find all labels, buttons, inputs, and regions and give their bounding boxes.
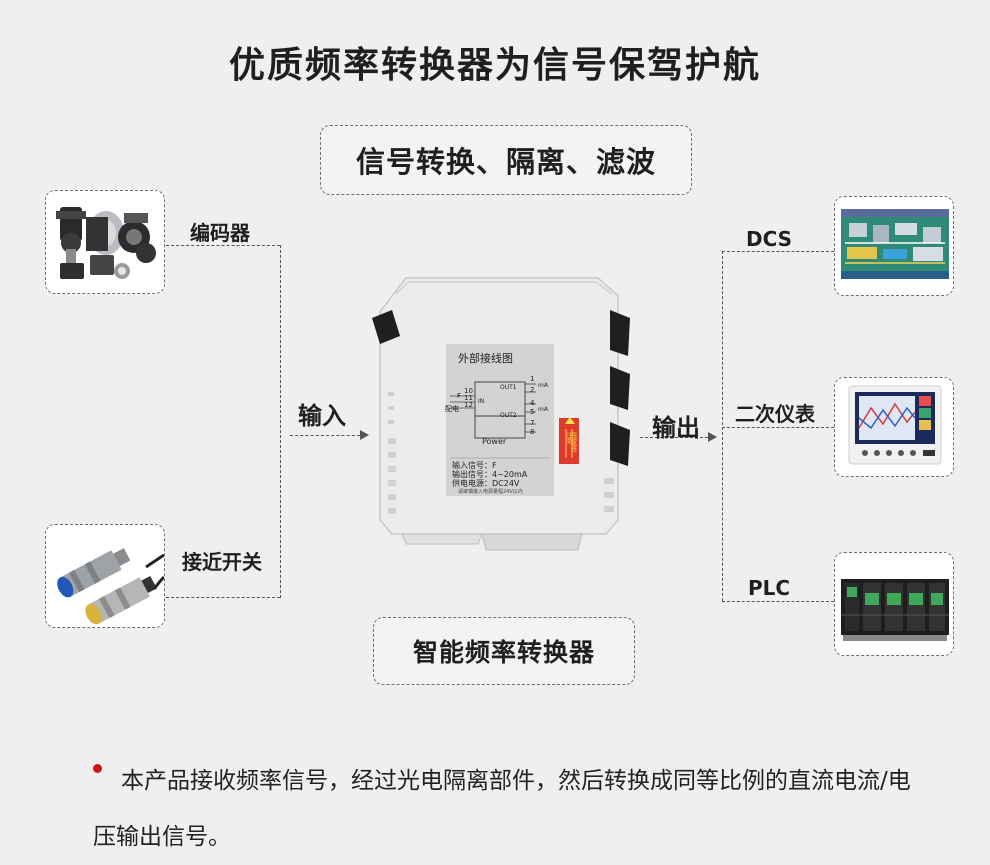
terminal-5: 5 — [530, 408, 535, 416]
output-vertical-line — [722, 251, 723, 601]
encoder-image — [46, 191, 164, 293]
input-label: 输入 — [298, 402, 346, 430]
spec-input: 输入信号：F — [452, 461, 497, 470]
in-label: IN — [478, 398, 485, 405]
plc-connector-line — [722, 601, 834, 602]
f-label: F — [457, 392, 462, 400]
function-label: 信号转换、隔离、滤波 — [355, 145, 656, 179]
instrument-label: 二次仪表 — [735, 402, 815, 426]
terminal-8: 8 — [530, 428, 535, 436]
proximity-switch-image-box — [45, 524, 165, 628]
encoder-connector-line — [166, 245, 280, 246]
encoder-label: 编码器 — [190, 221, 250, 245]
proximity-connector-line — [166, 597, 280, 598]
product-name: 智能频率转换器 — [412, 638, 595, 667]
ma-label-out2: mA — [538, 406, 548, 413]
output-label: 输出 — [652, 414, 700, 442]
input-arrow-icon — [360, 430, 369, 440]
plc-label: PLC — [748, 576, 791, 600]
input-arrow-line — [290, 435, 360, 436]
output-arrow-line — [640, 437, 708, 438]
panel-title: 外部接线图 — [458, 352, 513, 365]
terminal-11: 11 — [464, 394, 473, 402]
description-text: 本产品接收频率信号，经过光电隔离部件，然后转换成同等比例的直流电流/电压输出信号… — [93, 768, 911, 850]
terminal-4: 4 — [530, 399, 535, 407]
function-label-box: 信号转换、隔离、滤波 — [320, 125, 692, 195]
terminal-2: 2 — [530, 386, 535, 394]
ma-label-out1: mA — [538, 382, 548, 389]
spec-output: 输出信号：4~20mA — [452, 470, 528, 479]
terminal-1: 1 — [530, 375, 535, 383]
spec-supply: 供电电源：DC24V — [452, 479, 520, 488]
product-name-box: 智能频率转换器 — [373, 617, 635, 685]
instrument-connector-line — [722, 427, 834, 428]
plc-image — [835, 553, 953, 655]
bullet-icon — [93, 764, 102, 773]
dcs-image — [835, 197, 953, 295]
dcs-connector-line — [722, 251, 834, 252]
out1-label: OUT1 — [500, 384, 517, 391]
proximity-switch-label: 接近开关 — [182, 550, 262, 574]
terminal-12: 12 — [464, 401, 473, 409]
instrument-image-box — [834, 377, 954, 477]
supply-label: 配电 — [445, 405, 459, 413]
warning-text: 电源极性 — [571, 432, 577, 452]
spec-note: 请审慎接入电源量程24V以内 — [458, 489, 523, 495]
terminal-7: 7 — [530, 419, 535, 427]
plc-image-box — [834, 552, 954, 656]
power-label: Power — [482, 437, 507, 446]
instrument-image — [835, 378, 953, 476]
terminal-10: 10 — [464, 387, 473, 395]
dcs-image-box — [834, 196, 954, 296]
encoder-image-box — [45, 190, 165, 294]
device-illustration — [372, 277, 630, 551]
input-vertical-line — [280, 245, 281, 598]
page-title: 优质频率转换器为信号保驾护航 — [228, 45, 761, 86]
out2-label: OUT2 — [500, 412, 517, 419]
proximity-switch-image — [46, 525, 164, 627]
warning-title: 注意 — [565, 432, 572, 444]
output-arrow-icon — [708, 432, 717, 442]
frequency-converter-device: 外部接线图 F 配电 10 11 12 IN OUT1 OUT2 Power 1… — [366, 272, 634, 562]
dcs-label: DCS — [746, 227, 793, 251]
